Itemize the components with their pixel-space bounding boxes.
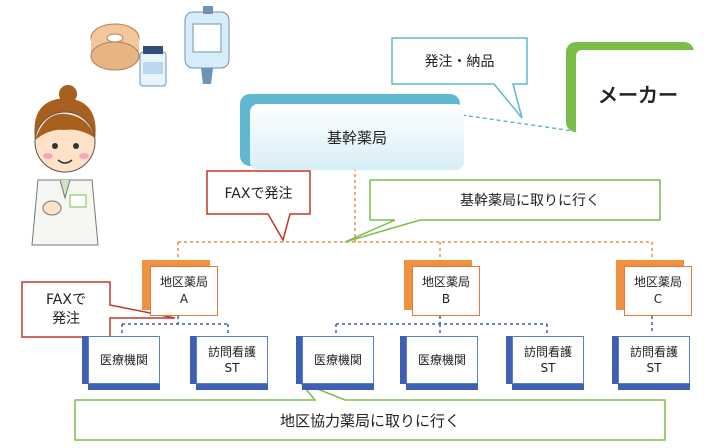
facility-name: 訪問看護 <box>629 344 678 359</box>
medicine-supplies-illustration <box>85 4 245 94</box>
pickup-regional-callout: 地区協力薬局に取りに行く <box>75 400 665 440</box>
regional-pharmacy-id: C <box>653 292 663 306</box>
fax-order-top-text: FAXで発注 <box>224 185 293 202</box>
fax-order-left-callout: FAXで 発注 <box>22 282 110 337</box>
maker-label: メーカー <box>598 82 678 107</box>
fax-order-left-line2: 発注 <box>52 310 80 327</box>
facility-name: 医療機関 <box>99 352 148 367</box>
facility-nursing-3: 訪問看護 ST <box>618 336 690 384</box>
fax-order-left-line1: FAXで <box>46 292 86 309</box>
order-delivery-callout-shape <box>391 37 528 119</box>
fax-order-top-callout: FAXで発注 <box>207 171 310 214</box>
facility-name: 医療機関 <box>417 352 466 367</box>
facility-name: 訪問看護 <box>207 344 256 359</box>
facility-nursing-1: 訪問看護 ST <box>196 336 268 384</box>
nurse-illustration <box>10 80 120 255</box>
order-delivery-text: 発注・納品 <box>424 54 495 70</box>
facility-sub: ST <box>540 361 556 375</box>
regional-pharmacy-name: 地区薬局 <box>633 275 682 290</box>
regional-pharmacy-a: 地区薬局 A <box>140 256 220 318</box>
facility-medical-1: 医療機関 <box>88 336 160 384</box>
regional-pharmacy-name: 地区薬局 <box>159 275 208 290</box>
facility-nursing-2: 訪問看護 ST <box>512 336 584 384</box>
regional-pharmacy-b: 地区薬局 B <box>402 256 482 318</box>
facility-medical-2: 医療機関 <box>302 336 374 384</box>
regional-pharmacy-c: 地区薬局 C <box>614 256 694 318</box>
regional-pharmacy-name: 地区薬局 <box>421 275 470 290</box>
pickup-hub-callout: 基幹薬局に取りに行く <box>400 180 660 220</box>
hub-pharmacy-node: 基幹薬局 <box>240 94 470 174</box>
pickup-hub-callout-shape <box>344 179 661 243</box>
regional-pharmacy-id: A <box>179 292 189 306</box>
regional-pharmacy-id: B <box>441 292 451 306</box>
facility-sub: ST <box>224 361 240 375</box>
pickup-hub-text: 基幹薬局に取りに行く <box>460 193 600 209</box>
facility-medical-3: 医療機関 <box>406 336 478 384</box>
facility-name: 訪問看護 <box>523 344 572 359</box>
facility-name: 医療機関 <box>313 352 362 367</box>
maker-node: メーカー <box>566 42 706 142</box>
hub-pharmacy-label: 基幹薬局 <box>326 128 387 147</box>
facility-sub: ST <box>646 361 662 375</box>
order-delivery-callout: 発注・納品 <box>392 38 527 84</box>
pickup-regional-callout-shape <box>74 381 666 441</box>
fax-order-left-callout-shape <box>21 281 176 338</box>
fax-order-top-callout-shape <box>206 170 311 242</box>
pickup-regional-text: 地区協力薬局に取りに行く <box>279 411 460 430</box>
